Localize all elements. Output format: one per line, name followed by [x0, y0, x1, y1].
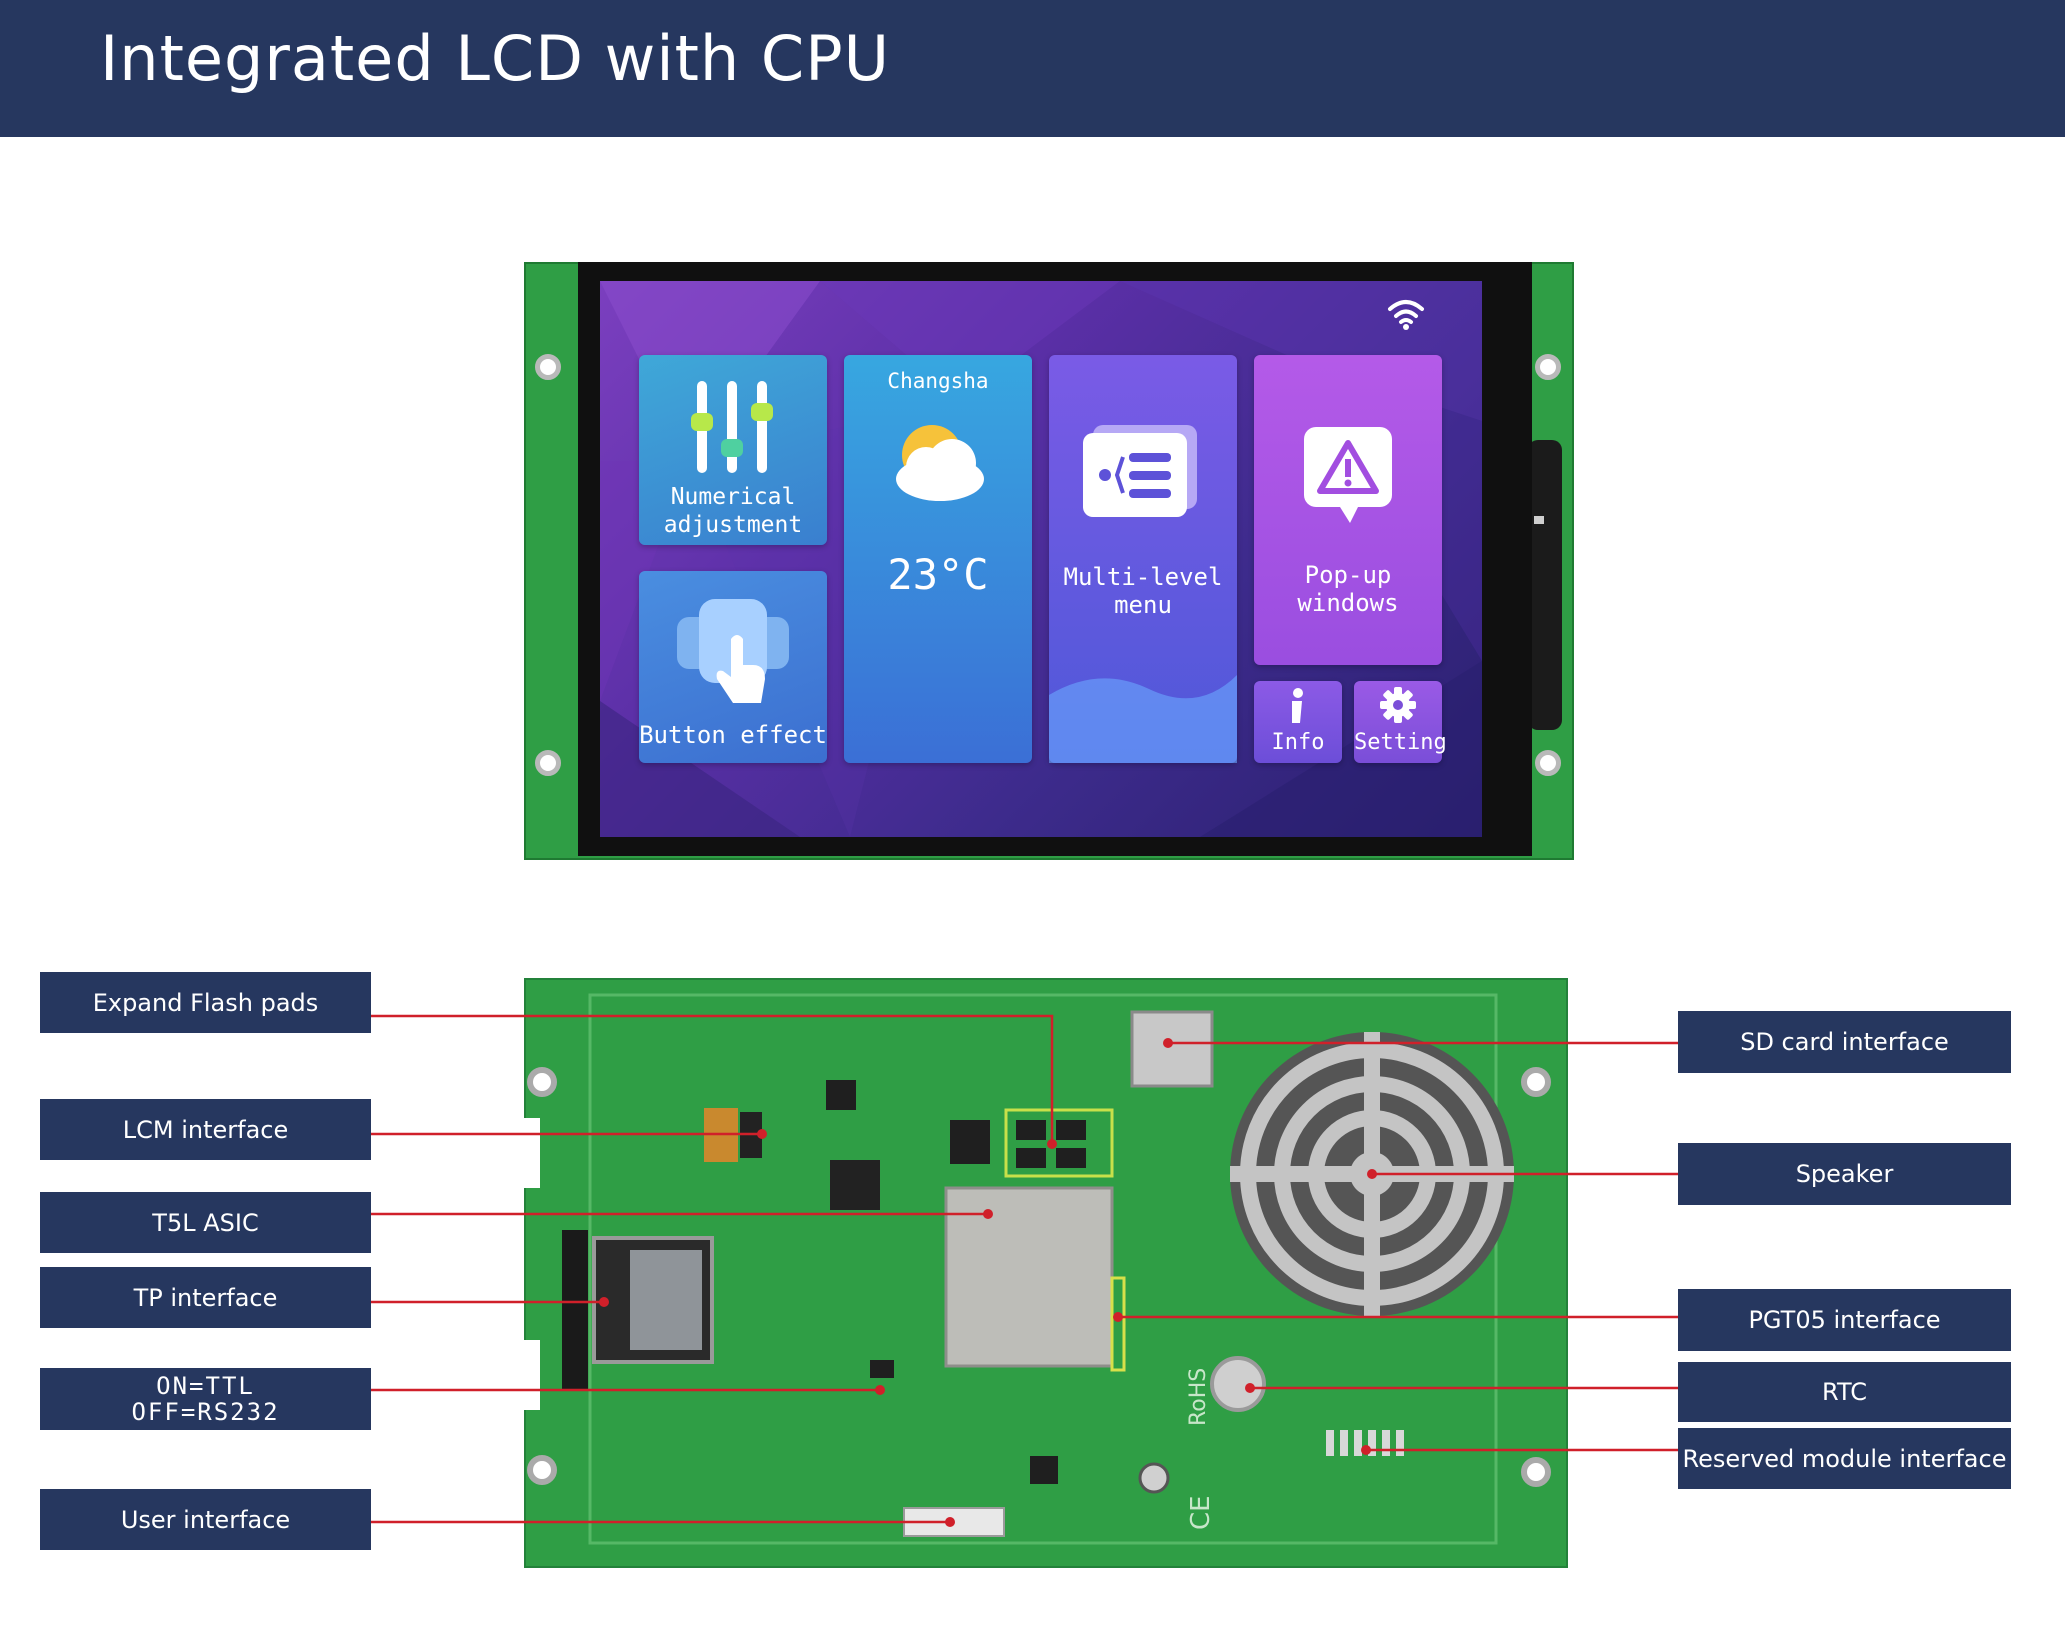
- mount-hole: [535, 750, 561, 776]
- callout-label: TP interface: [133, 1283, 278, 1312]
- partly-cloudy-icon: [896, 425, 984, 501]
- callout-speaker: Speaker: [1678, 1143, 2011, 1205]
- callout-label: Reserved module interface: [1682, 1444, 2007, 1473]
- callout-ttl-rs232: ON=TTL OFF=RS232: [40, 1368, 371, 1430]
- expand-flash-pads: [1004, 1108, 1114, 1178]
- callout-label: PGT05 interface: [1748, 1306, 1941, 1334]
- dot-speaker: [1367, 1169, 1377, 1179]
- connector-slot: [1534, 516, 1544, 524]
- callout-label: Expand Flash pads: [92, 988, 319, 1017]
- callout-label: Speaker: [1795, 1160, 1894, 1188]
- tile-numerical-adjustment[interactable]: Numerical adjustment: [639, 355, 827, 545]
- lcd-screen: Numerical adjustment Button effect Chang…: [600, 281, 1482, 837]
- sliders-icon: [691, 381, 773, 473]
- t5l-asic-shield: [944, 1186, 1114, 1368]
- ic-chip: [870, 1360, 894, 1378]
- dot-ttl-rs232: [875, 1385, 885, 1395]
- tile-setting[interactable]: Setting: [1354, 681, 1447, 763]
- tp-window: [630, 1250, 702, 1350]
- mount-hole: [1535, 354, 1561, 380]
- wifi-icon: [1388, 300, 1424, 330]
- weather-city: Changsha: [887, 369, 989, 393]
- tile-setting-label: Setting: [1354, 730, 1447, 755]
- tile-popup-label: Pop-up windows: [1297, 561, 1399, 617]
- callout-label: SD card interface: [1740, 1028, 1949, 1056]
- callout-t5l-asic: T5L ASIC: [40, 1192, 371, 1253]
- reserved-module-pads: [1326, 1430, 1404, 1456]
- tile-button-label: Button effect: [639, 721, 827, 749]
- dot-expand-flash: [1047, 1139, 1057, 1149]
- leader-expand-flash: [371, 1014, 1054, 1144]
- tile-info[interactable]: Info: [1254, 681, 1342, 763]
- pgt05-header: [1110, 1276, 1126, 1372]
- callout-reserved-module-interface: Reserved module interface: [1678, 1428, 2011, 1489]
- tile-popup-windows[interactable]: Pop-up windows: [1254, 355, 1442, 665]
- board-edge-notch: [524, 1340, 540, 1410]
- pcb-mount-holes: [527, 1067, 1551, 1487]
- board-edge-notch: [524, 1118, 540, 1188]
- dot-rtc: [1245, 1383, 1255, 1393]
- tile-info-label: Info: [1271, 730, 1325, 755]
- callout-expand-flash-pads: Expand Flash pads: [40, 972, 371, 1033]
- callout-label: User interface: [120, 1505, 291, 1534]
- callout-user-interface: User interface: [40, 1489, 371, 1550]
- flash-pad-chips: [1016, 1120, 1086, 1168]
- tile-button-effect[interactable]: Button effect: [639, 571, 827, 763]
- capacitor: [1138, 1462, 1170, 1494]
- tile-multi-level-menu[interactable]: Multi-level menu: [1049, 355, 1237, 763]
- dot-tp: [599, 1297, 609, 1307]
- callout-pgt05-interface: PGT05 interface: [1678, 1289, 2011, 1351]
- mount-hole: [535, 354, 561, 380]
- tile-weather[interactable]: Changsha 23°C: [844, 355, 1032, 763]
- board-trace-outline: [588, 993, 1498, 1545]
- callout-rtc: RTC: [1678, 1362, 2011, 1422]
- dot-reserved-module: [1361, 1445, 1371, 1455]
- dot-t5l: [983, 1209, 993, 1219]
- dot-sd-card: [1163, 1038, 1173, 1048]
- callout-lcm-interface: LCM interface: [40, 1099, 371, 1160]
- callout-label: LCM interface: [122, 1115, 289, 1144]
- callout-tp-interface: TP interface: [40, 1267, 371, 1328]
- page-title: Integrated LCD with CPU: [100, 22, 890, 95]
- inductor: [826, 1080, 856, 1110]
- sd-card-slot: [1130, 1010, 1214, 1088]
- dot-user-interface: [945, 1517, 955, 1527]
- gear-icon: [1380, 687, 1416, 723]
- tile-wave-decoration: [1049, 675, 1237, 763]
- tile-numerical-label: Numerical adjustment: [663, 484, 803, 538]
- menu-list-icon: [1083, 425, 1197, 517]
- callout-sd-card-interface: SD card interface: [1678, 1011, 2011, 1073]
- tile-menu-label: Multi-level menu: [1063, 563, 1223, 619]
- header-banner: Integrated LCD with CPU: [0, 0, 2065, 137]
- callout-label: RTC: [1822, 1378, 1867, 1406]
- mount-hole: [1535, 750, 1561, 776]
- warning-icon: [1304, 427, 1392, 523]
- callout-label: T5L ASIC: [152, 1208, 259, 1237]
- info-icon: [1292, 688, 1303, 723]
- dot-pgt05: [1113, 1312, 1123, 1322]
- tp-connector-strip: [562, 1230, 588, 1390]
- ic-chip: [950, 1120, 990, 1164]
- dot-lcm: [757, 1129, 767, 1139]
- rtc-battery: [1210, 1356, 1266, 1412]
- callout-label: ON=TTL OFF=RS232: [131, 1372, 280, 1426]
- touch-hand-icon: [677, 599, 789, 703]
- ic-chip: [1030, 1456, 1058, 1484]
- front-side-connector: [1528, 440, 1562, 730]
- ic-chip: [830, 1160, 880, 1210]
- weather-temperature: 23°C: [887, 550, 989, 599]
